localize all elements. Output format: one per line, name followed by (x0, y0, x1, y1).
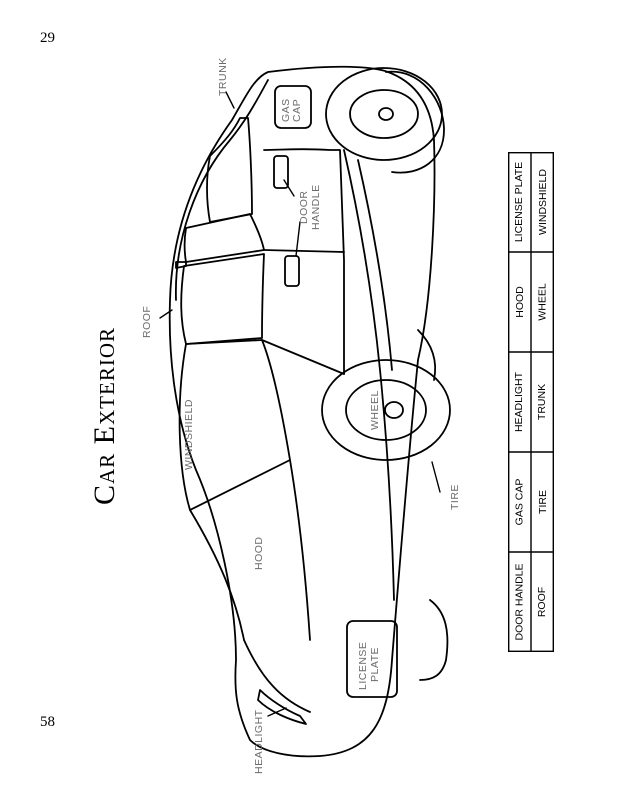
label-gas-cap-line1: GAS (280, 98, 292, 122)
rear-window (206, 117, 253, 223)
front-wheel-hub (384, 401, 404, 419)
word-hood: HOOD (513, 286, 526, 318)
word-headlight: HEADLIGHT (513, 371, 526, 433)
word-cell: DOOR HANDLE (508, 552, 531, 652)
front-wheel-outer (321, 359, 451, 461)
front-wheel-inner (345, 379, 427, 441)
headlight-outline (257, 689, 307, 725)
word-bank-grid (508, 152, 554, 652)
label-trunk: TRUNK (217, 57, 229, 96)
label-door-handle-line2: HANDLE (310, 184, 322, 230)
word-cell: HEADLIGHT (508, 352, 531, 452)
rear-wheel-inner (349, 89, 419, 139)
door-handle-rear (273, 155, 289, 189)
word-cell: WHEEL (531, 252, 554, 352)
label-roof: ROOF (141, 306, 153, 338)
rear-wheel-hub (378, 107, 394, 121)
car-body-outline (168, 65, 436, 758)
page-number-bottom: 58 (40, 714, 55, 730)
word-trunk: TRUNK (536, 383, 549, 421)
label-windshield: WINDSHIELD (183, 399, 195, 470)
word-tire: TIRE (536, 490, 549, 514)
roof-line (175, 79, 269, 301)
word-cell: ROOF (531, 552, 554, 652)
word-door-handle: DOOR HANDLE (513, 563, 526, 641)
word-cell: LICENSE PLATE (508, 152, 531, 252)
word-bank-table: DOOR HANDLE GAS CAP HEADLIGHT HOOD LICEN… (508, 152, 554, 652)
door-handle-front (284, 255, 300, 287)
word-roof: ROOF (536, 586, 549, 618)
label-tire: TIRE (449, 484, 461, 510)
word-license-plate: LICENSE PLATE (513, 161, 526, 243)
word-cell: TIRE (531, 452, 554, 552)
label-headlight: HEADLIGHT (253, 709, 265, 774)
word-cell: TRUNK (531, 352, 554, 452)
rear-door-window (183, 213, 265, 263)
label-license-plate-line1: LICENSE (357, 642, 369, 690)
label-license-plate-line2: PLATE (369, 647, 381, 682)
gas-cap-box (274, 85, 312, 129)
label-hood: HOOD (253, 537, 265, 571)
word-cell: WINDSHIELD (531, 152, 554, 252)
license-plate-box (346, 620, 398, 698)
page-number-top: 29 (40, 30, 55, 46)
word-cell: GAS CAP (508, 452, 531, 552)
label-wheel: WHEEL (369, 390, 381, 430)
word-windshield: WINDSHIELD (536, 169, 549, 235)
windshield-outline (178, 339, 291, 511)
front-door-window (180, 253, 265, 345)
front-wheel-arch (417, 329, 437, 381)
word-wheel: WHEEL (536, 283, 549, 321)
label-gas-cap-line2: CAP (291, 99, 303, 122)
word-cell: HOOD (508, 252, 531, 352)
rear-wheel-outer (325, 67, 443, 161)
word-gas-cap: GAS CAP (513, 478, 526, 526)
label-door-handle-line1: DOOR (298, 191, 310, 225)
rear-wheel-arch (385, 70, 445, 174)
